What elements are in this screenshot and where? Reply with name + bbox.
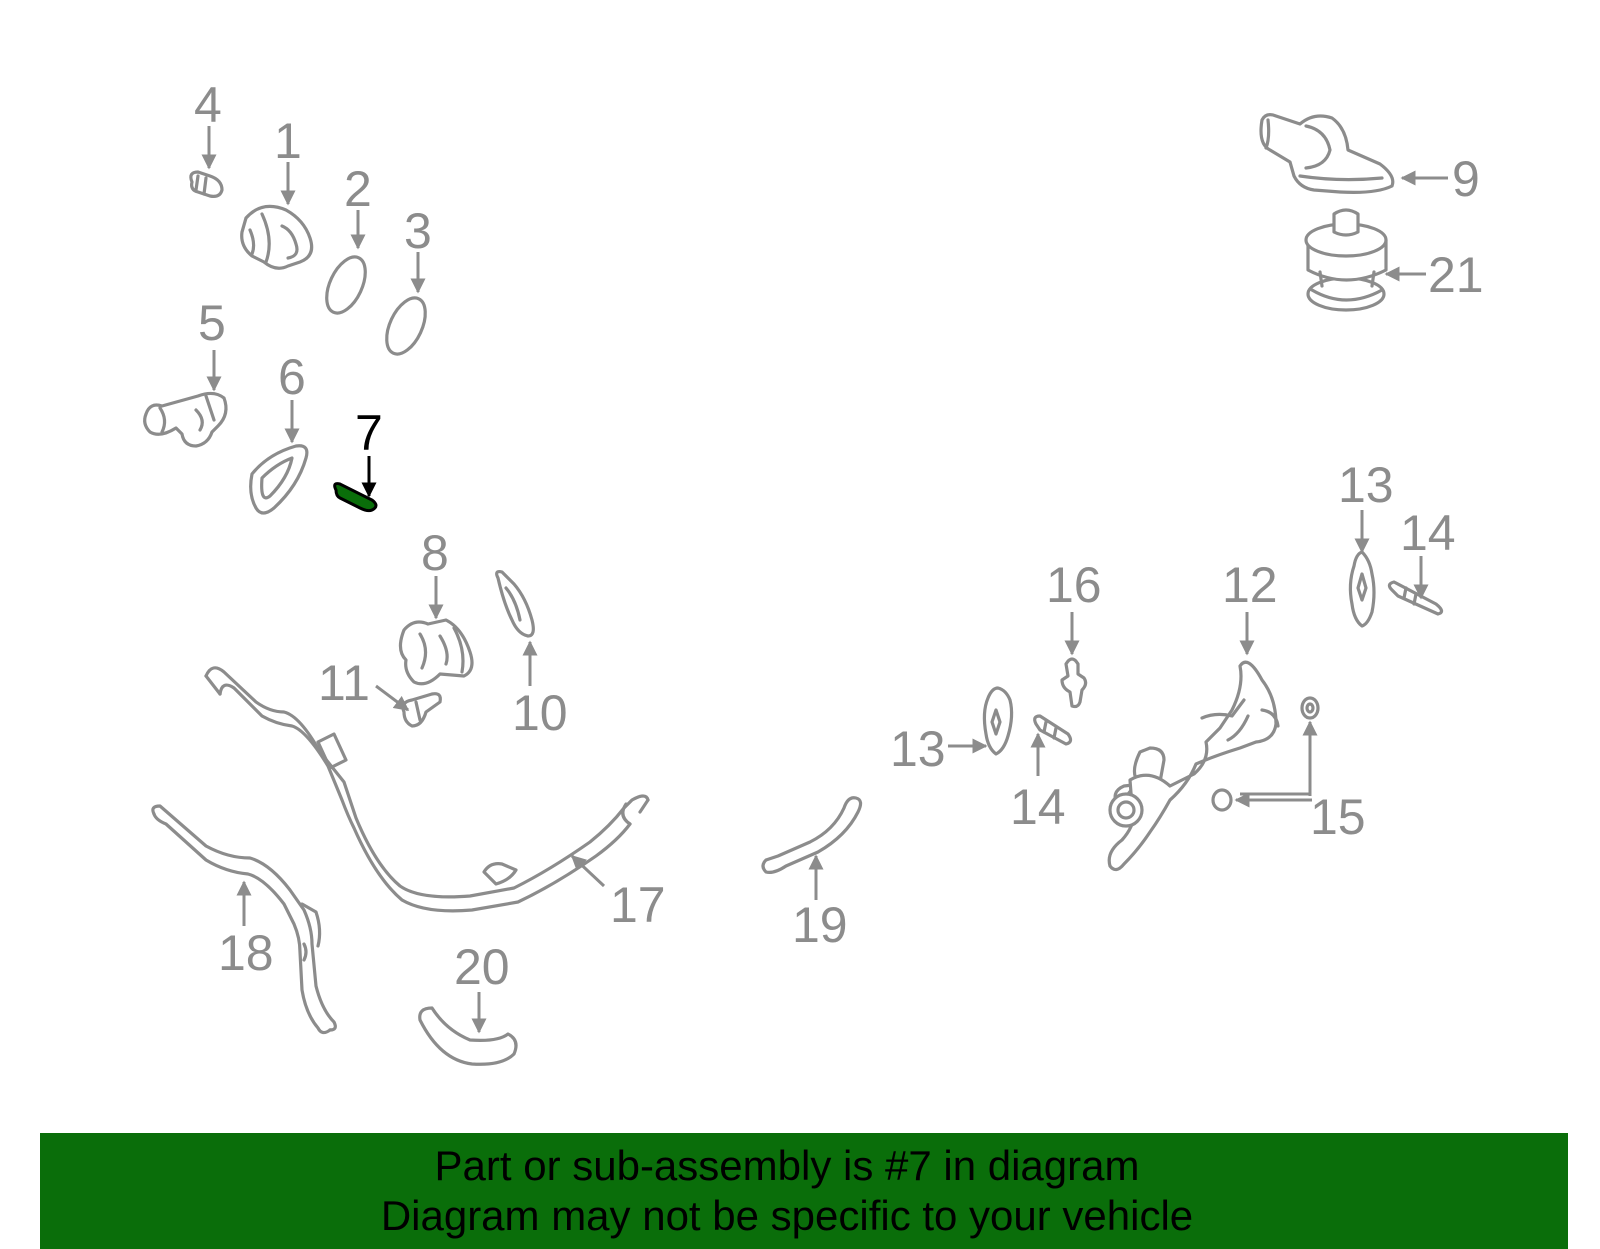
parts-diagram: 4 1 2 3 5 6 7	[143, 77, 1484, 1066]
part-6-gasket: 6	[249, 349, 309, 515]
part-5-water-outlet: 5	[143, 295, 228, 448]
callout-8: 8	[421, 525, 449, 581]
callout-21: 21	[1428, 247, 1484, 303]
callout-14-upper: 14	[1400, 505, 1456, 561]
callout-11: 11	[318, 655, 370, 711]
callout-18: 18	[218, 925, 274, 981]
callout-1: 1	[274, 113, 302, 169]
part-8-housing: 8	[398, 525, 474, 686]
callout-6: 6	[278, 349, 306, 405]
part-13-gasket-upper: 13	[1338, 457, 1394, 628]
callout-16: 16	[1046, 557, 1102, 613]
part-11-bolt: 11	[318, 655, 442, 728]
callout-12: 12	[1222, 557, 1278, 613]
part-15-washers: 15	[1211, 696, 1366, 845]
banner-line-1: Part or sub-assembly is #7 in diagram	[434, 1142, 1140, 1189]
part-10-gasket: 10	[495, 570, 568, 741]
part-20-hose: 20	[418, 939, 518, 1066]
part-13-gasket-lower: 13	[890, 686, 1014, 777]
part-12-water-inlet: 12	[1107, 557, 1280, 872]
part-18-pipe: 18	[151, 804, 337, 1035]
callout-3: 3	[404, 203, 432, 259]
part-14-stud-upper: 14	[1387, 505, 1456, 616]
info-banner: Part or sub-assembly is #7 in diagram Di…	[40, 1133, 1568, 1249]
callout-4: 4	[194, 77, 222, 133]
callout-13-upper: 13	[1338, 457, 1394, 513]
callout-2: 2	[344, 161, 372, 217]
callout-13-lower: 13	[890, 721, 946, 777]
part-2-o-ring: 2	[325, 161, 372, 315]
part-16-fitting: 16	[1046, 557, 1102, 709]
part-9-water-outlet: 9	[1259, 113, 1480, 207]
callout-17: 17	[610, 877, 666, 933]
callout-14-lower: 14	[1010, 779, 1066, 835]
part-3-o-ring: 3	[385, 203, 432, 356]
banner-line-2: Diagram may not be specific to your vehi…	[380, 1192, 1194, 1239]
part-21-thermostat: 21	[1304, 208, 1484, 312]
part-14-stud-lower: 14	[1010, 714, 1073, 835]
part-7-seal-highlighted: 7	[333, 405, 383, 513]
part-17-coolant-pipe: 17	[204, 666, 666, 933]
callout-10: 10	[512, 685, 568, 741]
callout-15: 15	[1310, 789, 1366, 845]
part-1-housing: 1	[240, 113, 314, 270]
part-4-bolt: 4	[189, 77, 224, 198]
callout-20: 20	[454, 939, 510, 995]
callout-5: 5	[198, 295, 226, 351]
callout-19: 19	[792, 897, 848, 953]
callout-9: 9	[1452, 151, 1480, 207]
callout-7: 7	[355, 405, 383, 461]
part-19-pipe: 19	[761, 796, 863, 953]
